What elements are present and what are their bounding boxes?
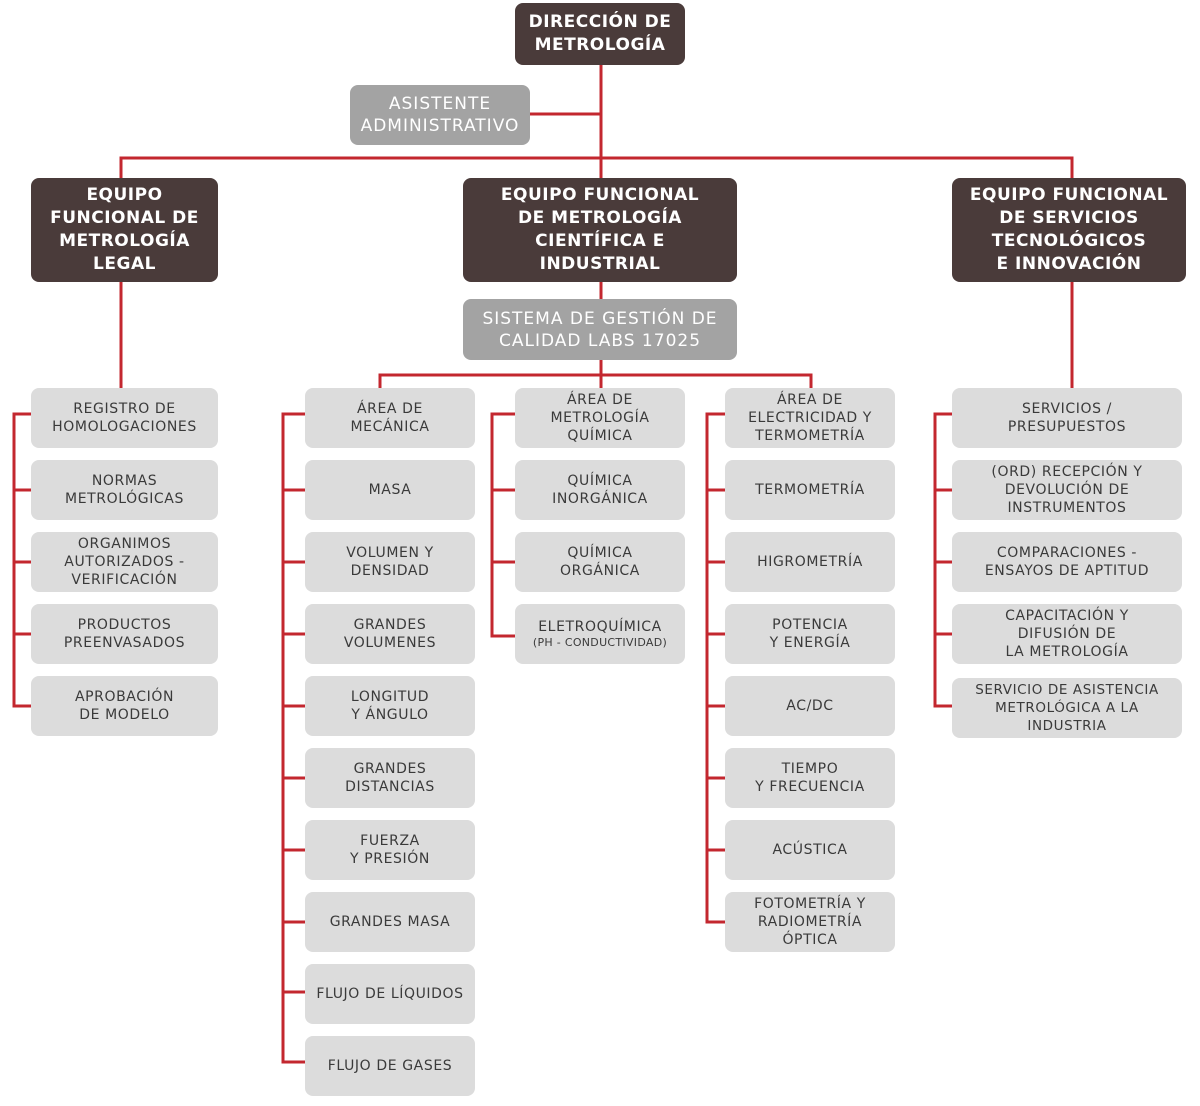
servicios-item: SERVICIO DE ASISTENCIA METROLÓGICA A LA … (952, 678, 1182, 738)
servicios-item: CAPACITACIÓN Y DIFUSIÓN DE LA METROLOGÍA (952, 604, 1182, 664)
mecanica-item: FUERZA Y PRESIÓN (305, 820, 475, 880)
team-cientifica-box: EQUIPO FUNCIONAL DE METROLOGÍA CIENTÍFIC… (463, 178, 737, 282)
team-legal-box: EQUIPO FUNCIONAL DE METROLOGÍA LEGAL (31, 178, 218, 282)
mecanica-item: VOLUMEN Y DENSIDAD (305, 532, 475, 592)
mecanica-item: GRANDES MASA (305, 892, 475, 952)
quimica-item: ÁREA DE METROLOGÍA QUÍMICA (515, 388, 685, 448)
legal-item: APROBACIÓN DE MODELO (31, 676, 218, 736)
legal-item: REGISTRO DE HOMOLOGACIONES (31, 388, 218, 448)
electricidad-item: ÁREA DE ELECTRICIDAD Y TERMOMETRÍA (725, 388, 895, 448)
servicios-item: SERVICIOS / PRESUPUESTOS (952, 388, 1182, 448)
electricidad-item: ACÚSTICA (725, 820, 895, 880)
electricidad-item: TERMOMETRÍA (725, 460, 895, 520)
mecanica-item: MASA (305, 460, 475, 520)
quality-system-box: SISTEMA DE GESTIÓN DE CALIDAD LABS 17025 (463, 299, 737, 360)
quimica-item-electroquimica: ELETROQUÍMICA (PH - CONDUCTIVIDAD) (515, 604, 685, 664)
assistant-box: ASISTENTE ADMINISTRATIVO (350, 85, 530, 145)
legal-item: PRODUCTOS PREENVASADOS (31, 604, 218, 664)
quimica-item-note: (PH - CONDUCTIVIDAD) (532, 636, 668, 649)
electricidad-item: POTENCIA Y ENERGÍA (725, 604, 895, 664)
servicios-item: (ORD) RECEPCIÓN Y DEVOLUCIÓN DE INSTRUME… (952, 460, 1182, 520)
quimica-item-label: ELETROQUÍMICA (538, 619, 662, 635)
quimica-item: QUÍMICA INORGÁNICA (515, 460, 685, 520)
electricidad-item: TIEMPO Y FRECUENCIA (725, 748, 895, 808)
mecanica-item: FLUJO DE GASES (305, 1036, 475, 1096)
mecanica-item: LONGITUD Y ÁNGULO (305, 676, 475, 736)
mecanica-item: FLUJO DE LÍQUIDOS (305, 964, 475, 1024)
quimica-item: QUÍMICA ORGÁNICA (515, 532, 685, 592)
electricidad-item: AC/DC (725, 676, 895, 736)
legal-item: NORMAS METROLÓGICAS (31, 460, 218, 520)
mecanica-item: GRANDES VOLUMENES (305, 604, 475, 664)
electricidad-item: HIGROMETRÍA (725, 532, 895, 592)
mecanica-item: ÁREA DE MECÁNICA (305, 388, 475, 448)
director-box: DIRECCIÓN DE METROLOGÍA (515, 3, 685, 65)
electricidad-item: FOTOMETRÍA Y RADIOMETRÍA ÓPTICA (725, 892, 895, 952)
team-servicios-box: EQUIPO FUNCIONAL DE SERVICIOS TECNOLÓGIC… (952, 178, 1186, 282)
servicios-item: COMPARACIONES - ENSAYOS DE APTITUD (952, 532, 1182, 592)
legal-item: ORGANIMOS AUTORIZADOS - VERIFICACIÓN (31, 532, 218, 592)
mecanica-item: GRANDES DISTANCIAS (305, 748, 475, 808)
